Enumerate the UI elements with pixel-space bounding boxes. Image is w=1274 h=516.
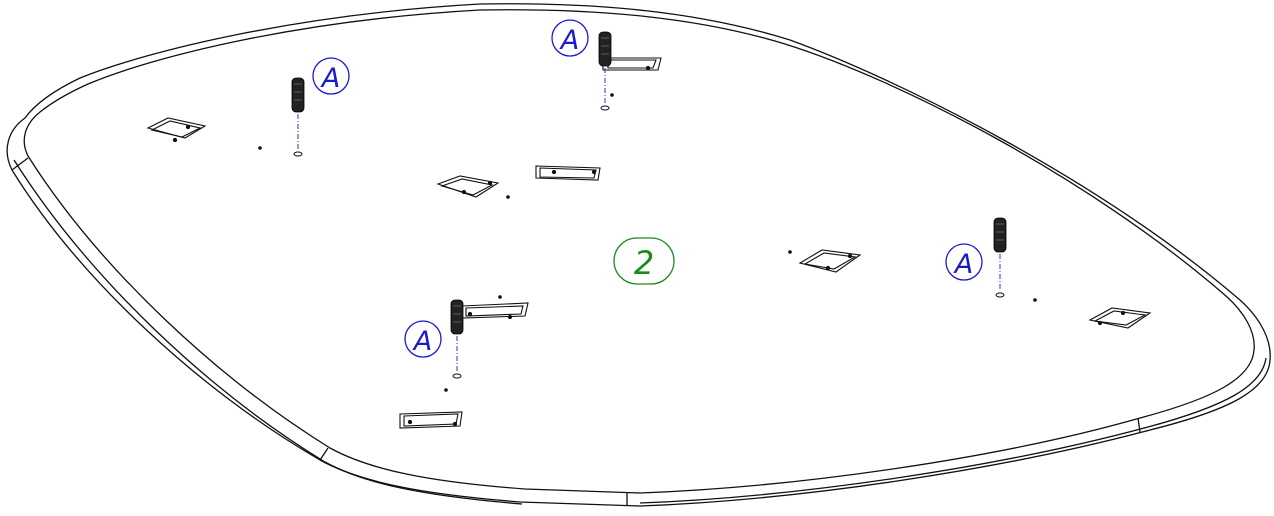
dowel-3	[993, 217, 1007, 298]
seam-4	[1137, 417, 1141, 433]
mounting-plate-6	[1088, 307, 1152, 329]
mounting-plates	[146, 57, 1152, 429]
dowel-callout-4-label: A	[412, 326, 432, 357]
surface-holes	[258, 93, 1037, 392]
dowel-callout-1-label: A	[320, 63, 340, 94]
seam-2	[319, 447, 329, 461]
mounting-plate-2	[436, 175, 500, 198]
part-callout-label: 2	[634, 244, 654, 282]
dowel-callout-1: A	[312, 57, 350, 95]
mounting-plate-4	[602, 57, 662, 71]
dowel-callout-3: A	[945, 243, 983, 281]
dowel-callout-3-label: A	[953, 249, 973, 280]
dowel-4	[450, 299, 464, 379]
dowel-callout-2: A	[551, 19, 589, 57]
table-top-panel	[6, 3, 1271, 507]
seam-1	[11, 157, 29, 171]
part-callout: 2	[613, 237, 675, 285]
dowel-2	[598, 31, 612, 111]
dowel-callout-4: A	[404, 320, 442, 358]
mounting-plate-8	[399, 411, 463, 429]
panel-top-face	[23, 9, 1255, 494]
panel-outer-edge	[6, 3, 1271, 507]
mounting-plate-1	[146, 117, 207, 143]
mounting-plate-7	[461, 302, 529, 320]
mounting-plate-3	[535, 165, 601, 181]
panel-edge-bevel	[13, 159, 1267, 505]
dowel-1	[291, 77, 305, 157]
mounting-plate-5	[798, 249, 862, 273]
dowel-callout-2-label: A	[559, 25, 579, 56]
